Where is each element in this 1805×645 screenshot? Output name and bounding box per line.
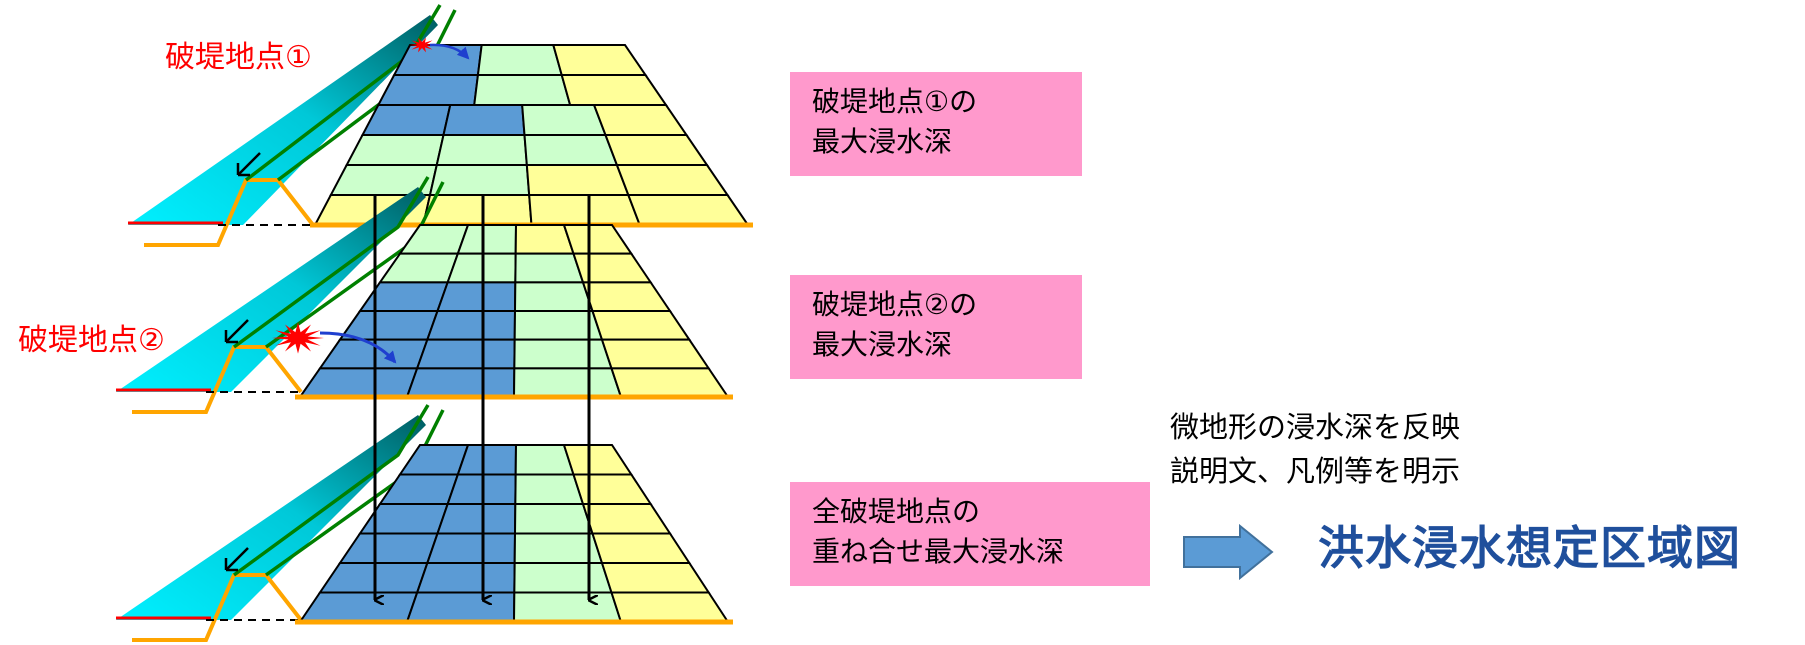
depth-cell-deep — [405, 591, 516, 623]
depth-cell-medium — [428, 164, 531, 196]
river-surface — [116, 415, 426, 620]
breach-star-1-icon — [409, 37, 435, 53]
depth-cell-shallow — [525, 164, 630, 196]
box-line: 最大浸水深 — [812, 328, 953, 361]
depth-cell-shallow — [422, 194, 533, 226]
depth-cell-medium — [513, 281, 594, 312]
box-line: 最大浸水深 — [812, 125, 953, 158]
flow-arrow-icon — [225, 547, 249, 571]
depth-cell-deep — [392, 44, 483, 76]
depth-cell-deep — [442, 104, 526, 136]
depth-cell-shallow — [610, 591, 730, 623]
river-surface — [116, 187, 426, 392]
depth-cell-medium — [456, 224, 518, 255]
layer-breach-2 — [116, 176, 733, 414]
depth-cell-shallow — [572, 473, 653, 505]
note-line: 説明文、凡例等を明示 — [1170, 454, 1461, 488]
depth-cell-deep — [415, 562, 516, 594]
layer-combined — [116, 404, 733, 642]
depth-cell-shallow — [591, 310, 692, 341]
depth-cell-medium — [523, 134, 619, 166]
depth-cell-deep — [436, 503, 517, 535]
box-breach-1-depth: 破堤地点①の 最大浸水深 — [790, 72, 1082, 176]
depth-cell-shallow — [562, 224, 634, 255]
flow-arrowhead-icon — [236, 163, 250, 177]
breach-flow-arrow-2 — [319, 331, 397, 364]
box-breach-2-depth: 破堤地点②の 最大浸水深 — [790, 275, 1082, 379]
depth-cell-shallow — [591, 532, 692, 564]
depth-cell-deep — [378, 473, 460, 505]
depth-cell-shallow — [552, 44, 648, 76]
note-line: 微地形の浸水深を反映 — [1170, 410, 1461, 444]
depth-cell-deep — [398, 444, 470, 476]
depth-cell-deep — [456, 444, 518, 476]
depth-cell-medium — [513, 562, 613, 594]
depth-cell-shallow — [604, 134, 709, 166]
depth-cell-deep — [338, 310, 439, 341]
depth-cell-shallow — [615, 164, 730, 196]
breach-point-1-label: 破堤地点① — [165, 40, 312, 75]
depth-cell-deep — [360, 104, 452, 136]
depth-cell-shallow — [600, 562, 711, 594]
depth-cell-medium — [398, 224, 470, 255]
box-line: 破堤地点②の — [812, 288, 978, 321]
depth-cell-deep — [405, 367, 516, 398]
depth-cell-shallow — [626, 194, 750, 226]
layer-breach-1 — [128, 4, 753, 247]
depth-cell-deep — [425, 532, 517, 564]
flow-arrowhead-icon — [224, 558, 238, 572]
depth-cell-deep — [298, 591, 419, 623]
depth-cell-shallow — [581, 281, 672, 312]
breach-flow-arrow-1 — [429, 43, 470, 60]
depth-cell-medium — [476, 44, 564, 76]
box-line: 重ね合せ最大浸水深 — [812, 535, 1065, 568]
depth-cell-deep — [415, 338, 516, 370]
depth-cell-shallow — [581, 503, 672, 535]
depth-cell-shallow — [572, 252, 653, 284]
depth-cell-shallow — [528, 194, 642, 226]
depth-cell-medium — [512, 591, 623, 623]
box-line: 破堤地点①の — [812, 85, 978, 118]
depth-cell-deep — [298, 367, 419, 398]
depth-cell-deep — [436, 281, 517, 312]
breach-point-2-label: 破堤地点② — [18, 323, 165, 358]
depth-cell-medium — [345, 134, 445, 166]
depth-cell-medium — [512, 367, 623, 398]
depth-cell-deep — [376, 74, 480, 106]
depth-cell-deep — [358, 503, 450, 535]
breach-star-2-icon — [272, 322, 324, 354]
depth-cell-shallow — [600, 338, 711, 370]
depth-cell-medium — [514, 473, 585, 505]
box-line: 全破堤地点の — [812, 495, 981, 528]
depth-cell-shallow — [592, 104, 689, 136]
depth-cell-shallow — [562, 444, 634, 476]
flow-arrow-icon — [237, 152, 261, 176]
depth-cell-medium — [513, 503, 594, 535]
depth-cell-medium — [435, 134, 528, 166]
river-surface — [128, 15, 438, 225]
depth-cell-deep — [358, 281, 450, 312]
flow-arrow-icon — [225, 319, 249, 343]
note-text: 微地形の浸水深を反映 説明文、凡例等を明示 — [1170, 405, 1460, 493]
depth-cell-medium — [513, 338, 613, 370]
depth-cell-medium — [521, 104, 607, 136]
inundation-layers — [116, 4, 753, 642]
depth-cell-deep — [425, 310, 517, 341]
levee-line-outer — [232, 404, 430, 577]
depth-cell-shallow — [610, 367, 730, 398]
box-combined-depth: 全破堤地点の 重ね合せ最大浸水深 — [790, 482, 1150, 586]
right-arrow-icon — [1183, 524, 1274, 580]
result-map-title: 洪水浸水想定区域図 — [1318, 521, 1741, 575]
depth-cell-shallow — [560, 74, 668, 106]
flow-arrowhead-icon — [224, 330, 238, 344]
levee-line-outer — [232, 176, 430, 349]
overlay-marks — [272, 37, 589, 600]
depth-cell-deep — [338, 532, 439, 564]
depth-cell-medium — [514, 252, 585, 284]
depth-cell-medium — [473, 74, 572, 106]
